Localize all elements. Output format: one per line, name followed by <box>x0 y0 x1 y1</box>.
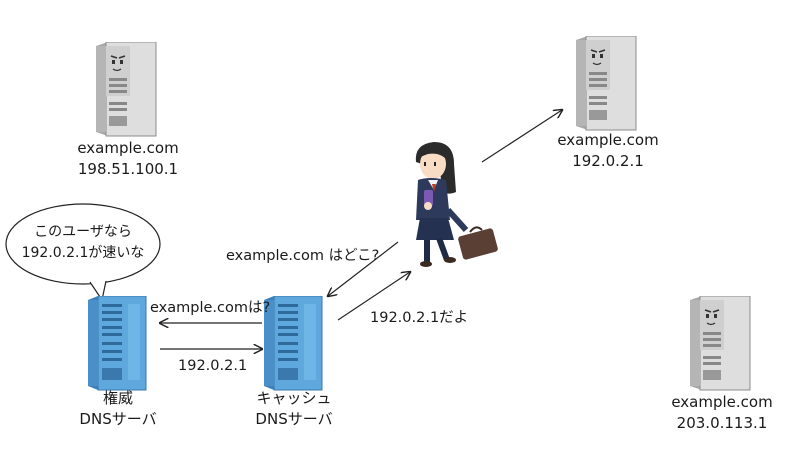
label-line-2: DNSサーバ <box>79 410 157 428</box>
server-domain: example.com <box>671 393 773 411</box>
bubble-line-2: 192.0.2.1が速いな <box>21 245 145 261</box>
msg-auth-answer: 192.0.2.1 <box>178 358 248 374</box>
msg-user-query: example.com はどこ? <box>226 248 380 264</box>
speech-bubble: このユーザなら 192.0.2.1が速いな <box>4 202 162 302</box>
label-line-2: DNSサーバ <box>255 410 333 428</box>
student-figure <box>400 140 500 279</box>
server-ip: 198.51.100.1 <box>77 160 179 178</box>
msg-cache-query: example.comは? <box>150 300 271 316</box>
cache-dns-server <box>264 296 324 392</box>
authoritative-dns-label: 権威 DNSサーバ <box>58 388 178 430</box>
blue-server-icon <box>88 296 147 391</box>
gray-server-icon <box>690 296 751 391</box>
blue-server-icon <box>264 296 323 391</box>
server-ip: 192.0.2.1 <box>572 152 644 170</box>
authoritative-dns-server <box>88 296 148 392</box>
label-line-1: 権威 <box>102 389 133 407</box>
student-with-phone-icon <box>415 142 498 267</box>
server-top-left <box>96 42 158 138</box>
cache-dns-label: キャッシュ DNSサーバ <box>234 388 354 430</box>
bubble-line-1: このユーザなら <box>34 224 132 240</box>
server-domain: example.com <box>77 139 179 157</box>
server-top-right <box>576 36 638 132</box>
server-bottom-right-label: example.com 203.0.113.1 <box>650 392 794 434</box>
label-line-1: キャッシュ <box>256 389 332 407</box>
gray-server-icon <box>576 36 637 131</box>
server-ip: 203.0.113.1 <box>676 414 768 432</box>
msg-cache-answer: 192.0.2.1だよ <box>370 310 469 326</box>
server-top-right-label: example.com 192.0.2.1 <box>538 130 678 172</box>
server-bottom-right <box>690 296 752 392</box>
bubble-shape-icon <box>5 203 161 302</box>
server-top-left-label: example.com 198.51.100.1 <box>58 138 198 180</box>
gray-server-icon <box>96 42 157 137</box>
server-domain: example.com <box>557 131 659 149</box>
